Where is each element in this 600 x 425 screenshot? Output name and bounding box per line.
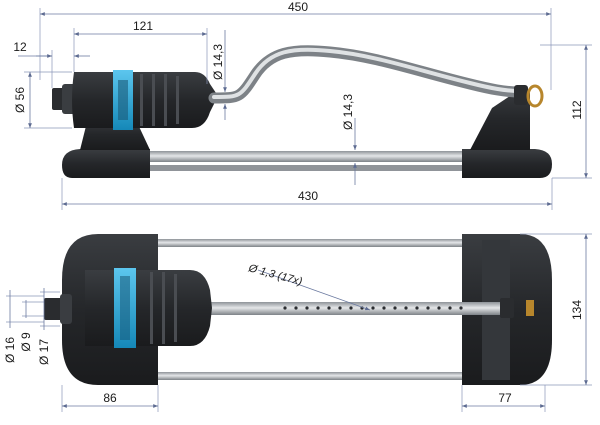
dim-right-foot: 77 (498, 391, 512, 405)
sprinkler-tube (205, 302, 505, 315)
dim-base-length: 430 (298, 189, 318, 203)
dim-diameter-9: Ø 9 (19, 332, 33, 352)
note-nozzle-holes: Ø 1,3 (17x) (246, 262, 304, 288)
dim-arc-diameter: Ø 14,3 (211, 44, 225, 80)
dim-width: 134 (570, 300, 584, 320)
top-view (44, 234, 552, 385)
top-motor-housing (85, 270, 212, 346)
top-end-hook (526, 300, 534, 316)
dim-overall-length: 450 (288, 0, 308, 14)
dim-inlet-diameter: Ø 56 (13, 87, 27, 113)
motor-housing (72, 72, 218, 128)
top-rail (158, 239, 462, 247)
dim-height: 112 (570, 100, 584, 119)
dim-tube-diameter: Ø 14,3 (341, 94, 355, 130)
side-view-dimensions: 450 121 12 Ø 14,3 Ø 56 Ø 14,3 112 430 (13, 0, 592, 210)
left-base-foot (62, 149, 150, 178)
end-cap (514, 85, 528, 105)
base-tube-lower (150, 165, 462, 171)
nozzle-holes (283, 306, 463, 310)
bottom-rail (158, 372, 462, 380)
side-view (52, 45, 552, 178)
right-base-foot (462, 149, 552, 178)
dim-connector-offset: 12 (13, 40, 27, 54)
dim-diameter-16: Ø 16 (3, 337, 17, 363)
dim-diameter-17: Ø 17 (37, 339, 51, 365)
dim-nozzle-body: 121 (133, 19, 153, 33)
end-hook (526, 84, 544, 108)
top-hose-connector (44, 298, 62, 320)
dim-left-foot: 86 (103, 391, 117, 405)
base-tube (150, 151, 462, 162)
housing-grip (140, 74, 179, 126)
